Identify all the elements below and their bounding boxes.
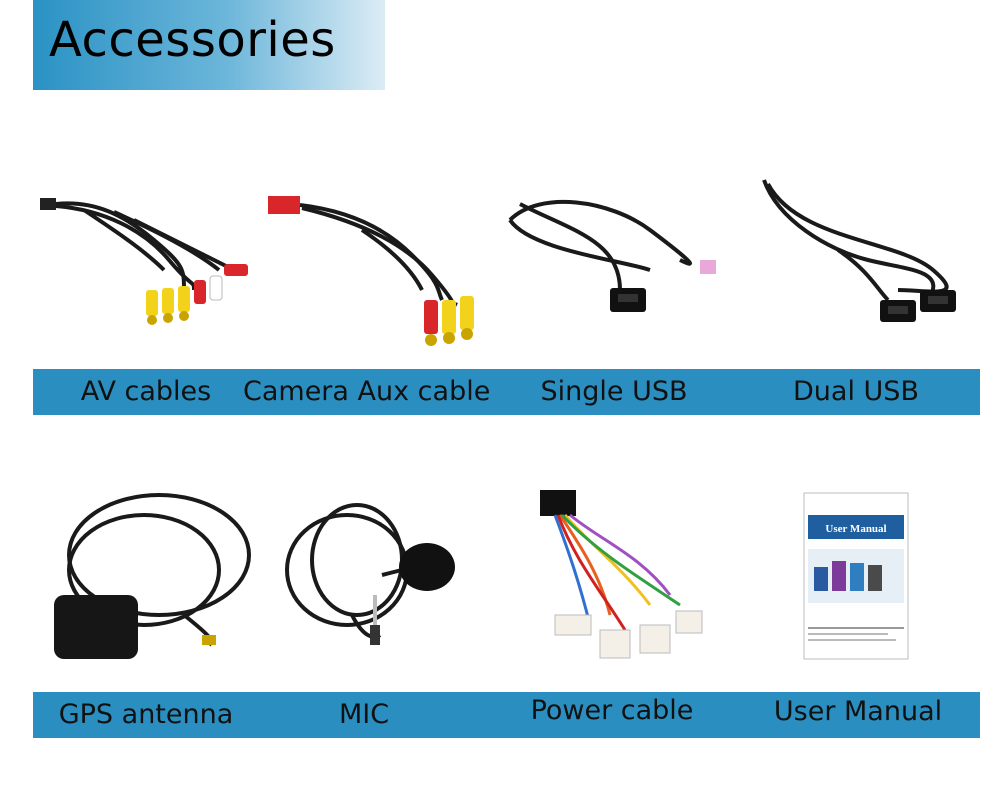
mic-image [262, 485, 492, 685]
dual-usb-image [748, 160, 978, 360]
label-camera-aux-cable: Camera Aux cable [243, 376, 491, 407]
power-cable-icon [540, 490, 703, 659]
gps-antenna-icon [54, 493, 251, 659]
user-manual-icon [803, 492, 909, 660]
label-av-cables: AV cables [80, 376, 212, 407]
manual-cover-title: User Manual [825, 523, 887, 535]
dual-usb-icon [762, 179, 956, 322]
single-usb-icon [508, 199, 716, 312]
page-title: Accessories [49, 12, 336, 68]
gps-antenna-image [34, 485, 264, 685]
camera-aux-cable-image [262, 160, 492, 360]
power-cable-image [500, 485, 730, 685]
label-power-cable: Power cable [530, 695, 694, 726]
label-user-manual: User Manual [773, 696, 943, 727]
av-cables-icon [40, 198, 248, 325]
section-header: Accessories [33, 0, 385, 90]
user-manual-image: User Manual [748, 485, 978, 685]
label-dual-usb: Dual USB [793, 376, 919, 407]
label-gps-antenna: GPS antenna [58, 699, 234, 730]
av-cables-image [34, 160, 264, 360]
single-usb-image [500, 160, 730, 360]
label-single-usb: Single USB [540, 376, 688, 407]
mic-icon [285, 503, 455, 645]
label-band-row2: GPS antenna MIC Power cable User Manual [33, 692, 980, 738]
camera-aux-cable-icon [268, 196, 474, 346]
label-band-row1: AV cables Camera Aux cable Single USB Du… [33, 369, 980, 415]
label-mic: MIC [338, 699, 390, 730]
